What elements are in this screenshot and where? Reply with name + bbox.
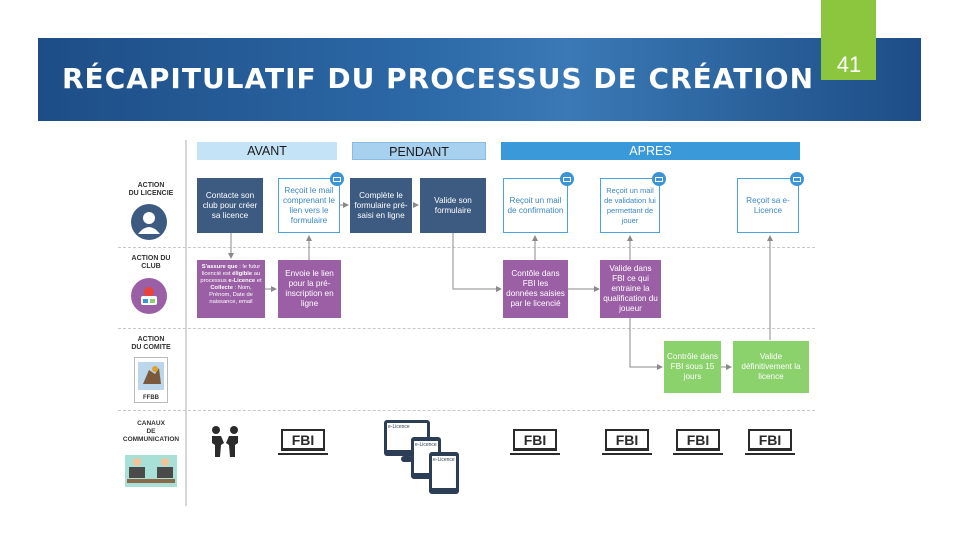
box-contacte-club: Contacte son club pour créer sa licence	[197, 178, 263, 233]
box-comite-valide: Valide définitivement la licence	[733, 341, 809, 393]
fbi-monitor-icon: FBI	[676, 429, 720, 451]
row-label-divider	[185, 140, 187, 506]
row-label-licencie: ACTION DU LICENCIE	[128, 182, 174, 197]
box-club-note: S'assure que : le futur licencié est éli…	[197, 260, 265, 318]
box-valide-fbi: Valide dans FBI ce qui entraine la quali…	[600, 260, 661, 318]
box-valide-formulaire: Valide son formulaire	[420, 178, 486, 233]
monitor-stand	[278, 453, 328, 455]
page-number-tab	[821, 0, 876, 80]
page-number: 41	[836, 52, 862, 77]
desktop-device-stand	[401, 456, 413, 462]
box-mail-validation: Reçoit un mail de validation lui permett…	[600, 178, 660, 233]
row-label-canaux: CANAUX DE COMMUNICATION	[122, 420, 180, 443]
row-separator-1	[118, 247, 815, 248]
row-separator-3	[118, 410, 815, 411]
box-controle-fbi: Contôle dans FBI les données saisies par…	[503, 260, 568, 318]
box-recoit-elicence: Reçoit sa e-Licence	[737, 178, 799, 233]
box-mail-confirmation: Reçoit un mail de confirmation	[503, 178, 568, 233]
box-complete-formulaire: Complète le formulaire pré-saisi en lign…	[350, 178, 412, 233]
fbi-monitor-icon: FBI	[513, 429, 557, 451]
box-comite-controle: Contrôle dans FBI sous 15 jours	[664, 341, 721, 393]
row-label-comite: ACTION DU COMITE	[131, 336, 171, 351]
mail-icon	[790, 172, 804, 186]
monitor-stand	[602, 453, 652, 455]
fbi-monitor-icon: FBI	[605, 429, 649, 451]
row-label-club: ACTION DU CLUB	[131, 255, 171, 270]
mail-icon	[652, 172, 666, 186]
row-separator-2	[118, 328, 815, 329]
monitor-stand	[510, 453, 560, 455]
phase-avant: AVANT	[197, 142, 337, 160]
fbi-monitor-icon: FBI	[281, 429, 325, 451]
comite-logo-text: FFBB	[143, 395, 159, 401]
phase-pendant: PENDANT	[352, 142, 486, 160]
comite-logo-icon: FFBB	[134, 357, 168, 403]
box-envoie-lien: Envoie le lien pour la pré-inscription e…	[278, 260, 341, 318]
slide-title: RÉCAPITULATIF DU PROCESSUS DE CRÉATION	[62, 62, 815, 95]
box-recoit-lien: Reçoit le mail comprenant le lien vers l…	[278, 178, 340, 233]
phone-device-icon: e-Licence	[429, 452, 459, 494]
phase-apres: APRES	[501, 142, 800, 160]
monitor-stand	[745, 453, 795, 455]
title-band	[38, 38, 921, 121]
mail-icon	[330, 172, 344, 186]
user-avatar-icon	[131, 204, 167, 240]
monitor-stand	[673, 453, 723, 455]
computer-screen-icon	[125, 455, 177, 487]
club-logo-icon	[131, 278, 167, 314]
fbi-monitor-icon: FBI	[748, 429, 792, 451]
people-meeting-icon	[210, 425, 240, 459]
mail-icon	[560, 172, 574, 186]
